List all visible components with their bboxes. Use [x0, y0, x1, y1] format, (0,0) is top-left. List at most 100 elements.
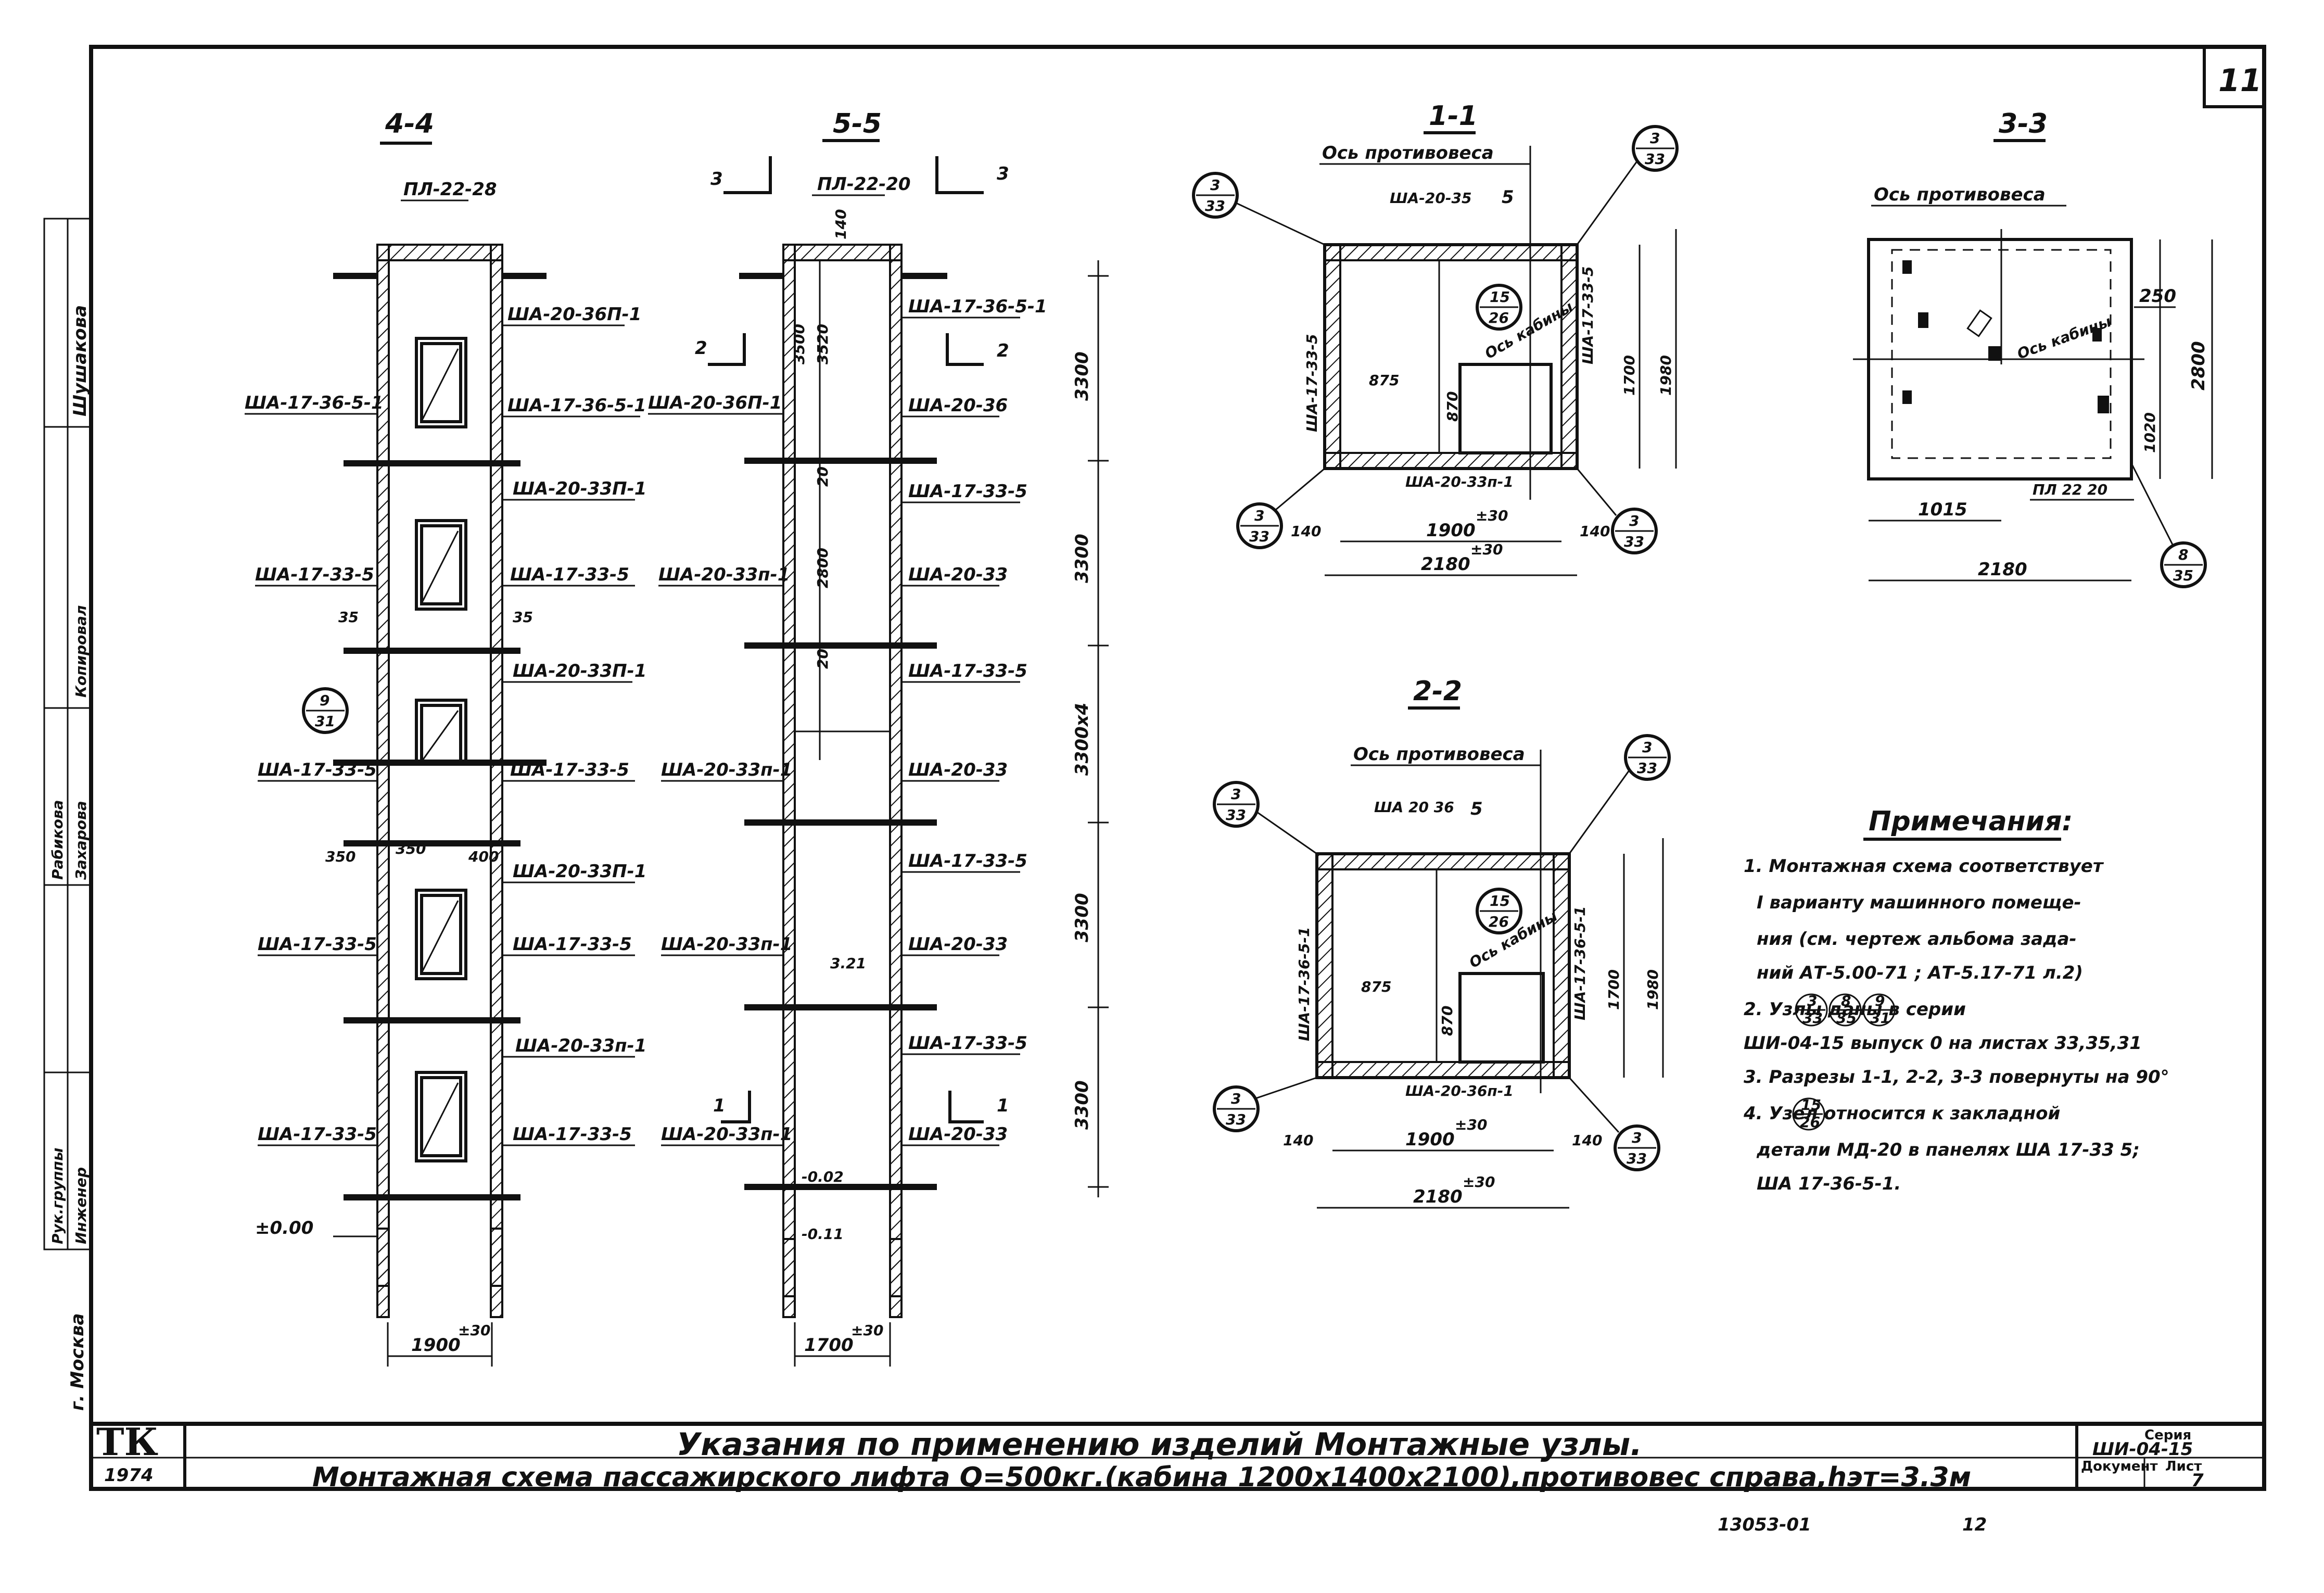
- v55-right-7: ША-17-33-5: [908, 851, 1027, 871]
- v55-inner-2: 3520: [814, 324, 831, 364]
- title-block-sheet-label: Лист: [2165, 1459, 2202, 1474]
- v44-dim-4: 350: [396, 840, 426, 857]
- v55-left-5: ША-20-33п-1: [661, 1124, 792, 1145]
- note-line-8: 4. Узел относится к закладной: [1743, 1103, 2060, 1124]
- v55-inner-3: 2800: [814, 548, 831, 588]
- v44-dim-2: 35: [513, 609, 533, 626]
- v55-cut-2-left: 2: [695, 338, 707, 359]
- svg-text:26: 26: [1489, 913, 1509, 930]
- v44-right-2: ША-17-36-5-1: [507, 395, 646, 416]
- v55-left-1: ША-20-36П-1: [648, 393, 782, 413]
- view-1-1-axis: Ось противовеса: [1322, 143, 1494, 163]
- title-block-doc-label: Документ: [2081, 1459, 2158, 1474]
- view-5-5-top-plate: ПЛ-22-20: [817, 174, 911, 195]
- v44-dim-5: 400: [468, 848, 499, 865]
- svg-text:3: 3: [1629, 512, 1639, 529]
- view-2-2-bottom-part: ША-20-36п-1: [1405, 1082, 1514, 1099]
- stamp-name-2: Рабикова: [49, 800, 66, 880]
- v44-right-1: ША-20-36П-1: [507, 304, 641, 325]
- note-line-1: 1. Монтажная схема соответствует: [1744, 856, 2104, 877]
- v44-left-1: ША-17-36-5-1: [245, 393, 384, 413]
- v44-right-6: ША-17-33-5: [510, 760, 629, 780]
- view-1-1-total-sup: ±30: [1470, 541, 1503, 558]
- note-line-4: ний АТ-5.00-71 ; АТ-5.17-71 л.2): [1757, 963, 2083, 983]
- title-block-org: ТК: [96, 1420, 158, 1464]
- svg-text:15: 15: [1490, 892, 1510, 909]
- svg-text:33: 33: [1802, 1009, 1823, 1027]
- v55-inner-1: 3500: [791, 324, 808, 364]
- note-line-10: ША 17-36-5-1.: [1757, 1173, 1901, 1194]
- svg-text:3: 3: [1650, 130, 1660, 147]
- view-1-1: 1-1 Ось противовеса ША-20-35 5 ША-20-33п…: [1192, 100, 1679, 576]
- v22-node-br: 333: [1568, 1077, 1660, 1171]
- stamp-role-1: Рук.группы: [49, 1148, 66, 1244]
- v55-level-3: -0.11: [802, 1225, 844, 1243]
- view-1-1-bottom-part: ША-20-33п-1: [1405, 473, 1514, 490]
- stamp-name-3: Захарова: [72, 801, 90, 880]
- svg-text:3: 3: [1231, 1090, 1241, 1107]
- v33-node: 835: [2130, 463, 2207, 588]
- view-4-4-elev: ±0.00: [255, 1218, 313, 1238]
- v44-left-2: ША-17-33-5: [255, 564, 374, 585]
- view-4-4-width-sup: ±30: [458, 1322, 490, 1339]
- view-3-3-h-dim: 2800: [2188, 341, 2209, 390]
- notes-title: Примечания:: [1869, 806, 2073, 837]
- stamp-city: г. Москва: [67, 1313, 88, 1411]
- view-2-2: 2-2 Ось противовеса ША 20 36 5 ША-20-36п…: [1213, 676, 1671, 1209]
- view-4-4-node: 9 31: [302, 687, 349, 734]
- view-2-2-height-1: 1700: [1605, 969, 1622, 1010]
- v55-vdim-5: 3300: [1072, 1080, 1093, 1130]
- v11-node-br: 333: [1576, 468, 1658, 554]
- svg-text:33: 33: [1249, 528, 1269, 545]
- view-1-1-side-right: 140: [1580, 523, 1610, 540]
- view-1-1-width: 1900: [1426, 520, 1476, 541]
- v55-right-10: ША-20-33: [908, 1124, 1008, 1145]
- title-block-sheet: 7: [2191, 1470, 2204, 1491]
- v55-level-1: 3.21: [830, 955, 866, 972]
- svg-text:35: 35: [1836, 1009, 1857, 1027]
- svg-text:3: 3: [1807, 992, 1817, 1009]
- view-2-2-right-part: ША-17-36-5-1: [1571, 906, 1589, 1020]
- svg-text:33: 33: [1627, 1150, 1647, 1167]
- svg-text:33: 33: [1624, 533, 1644, 550]
- svg-text:33: 33: [1226, 1111, 1246, 1128]
- view-3-3-plate: ПЛ 22 20: [2033, 481, 2107, 498]
- v44-left-5: ША-17-33-5: [258, 1124, 377, 1145]
- svg-text:26: 26: [1800, 1114, 1820, 1131]
- v55-vdim-4: 3300: [1072, 893, 1093, 942]
- view-2-2-title: 2-2: [1413, 676, 1462, 707]
- view-5-5-width-sup: ±30: [851, 1322, 883, 1339]
- title-block-line-2: Монтажная схема пассажирского лифта Q=50…: [312, 1462, 1971, 1493]
- svg-text:9: 9: [320, 692, 329, 709]
- v55-mark-140: 140: [832, 209, 849, 239]
- v55-right-4: ША-20-33: [908, 564, 1008, 585]
- svg-text:26: 26: [1489, 309, 1509, 326]
- view-2-2-side-right: 140: [1572, 1132, 1602, 1149]
- v11-node-tl: 333: [1192, 172, 1325, 246]
- view-2-2-inner-dim-2: 870: [1439, 1006, 1456, 1036]
- view-4-4-width: 1900: [411, 1335, 461, 1356]
- v44-right-5: ША-20-33П-1: [513, 661, 646, 681]
- note-node-3: 931: [1862, 992, 1896, 1027]
- stamp-role-3: Копировал: [72, 605, 90, 698]
- note-node-1: 333: [1795, 992, 1828, 1027]
- svg-text:8: 8: [2178, 546, 2188, 563]
- v55-right-9: ША-17-33-5: [908, 1033, 1027, 1054]
- view-1-1-height-1: 1700: [1621, 355, 1638, 396]
- view-1-1-title: 1-1: [1429, 100, 1478, 132]
- stamp-role-2: Инженер: [72, 1167, 90, 1244]
- view-2-2-left-part: ША-17-36-5-1: [1296, 927, 1313, 1041]
- v55-inner-4: 20: [814, 466, 831, 487]
- svg-text:15: 15: [1801, 1096, 1821, 1114]
- svg-text:33: 33: [1637, 760, 1657, 777]
- view-3-3: 3-3 Ось противовеса Ось кабины 250 2800 …: [1853, 108, 2213, 588]
- v55-cut-3-right: 3: [997, 163, 1009, 184]
- view-2-2-width-sup: ±30: [1455, 1116, 1487, 1133]
- view-2-2-total: 2180: [1413, 1186, 1463, 1207]
- view-4-4: 4-4 ПЛ-22-28: [245, 108, 646, 1367]
- view-5-5-width: 1700: [804, 1335, 854, 1356]
- view-3-3-title: 3-3: [1999, 108, 2048, 140]
- v44-right-4: ША-17-33-5: [510, 564, 629, 585]
